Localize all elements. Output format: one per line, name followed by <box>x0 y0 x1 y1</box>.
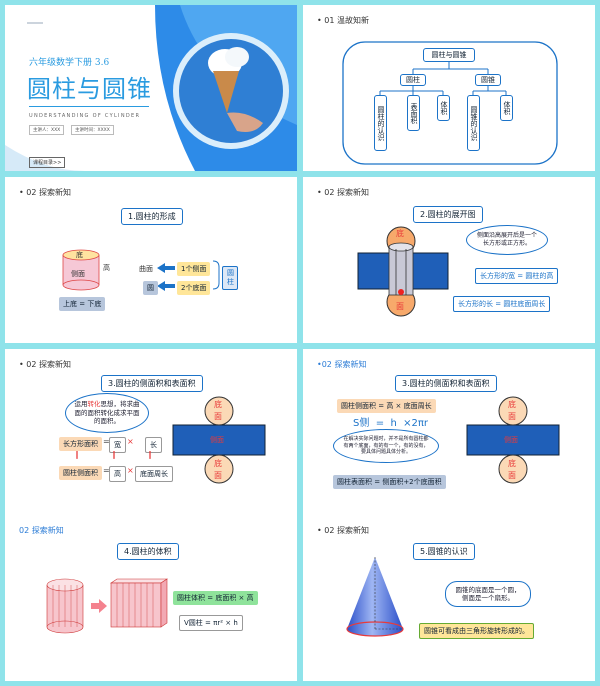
volume-formula: 圆柱体积 = 底面积 × 高 <box>173 591 258 605</box>
net-bottom-label-2: 面 <box>508 471 516 480</box>
one-side-tag: 1个侧面 <box>177 262 211 276</box>
leaf-cylinder-volume: 体积 <box>437 95 450 121</box>
cover-title: 圆柱与圆锥 <box>27 75 152 103</box>
volume-symbolic-formula: V圆柱 = πr² × h <box>179 615 243 631</box>
slide-cylinder-volume[interactable]: 02 探索新知 4.圆柱的体积 圆柱体积 = 底面积 × 高 V圆柱 = πr²… <box>5 515 297 681</box>
slide-title: 5.圆锥的认识 <box>413 543 475 560</box>
width-label: 宽 <box>109 437 126 453</box>
cylinder-drawing <box>62 249 220 291</box>
cone-note: 圆锥可看成由三角形旋转形成的。 <box>419 623 534 639</box>
surface-formula: 圆柱表面积 = 侧面积+2个底面积 <box>333 475 446 489</box>
cylinder-tag: 圆柱 <box>222 266 238 291</box>
net-callout: 侧面沿高展开后是一个长方形或正方形。 <box>466 225 548 255</box>
slide-header: • 02 探索新知 <box>19 360 71 369</box>
slide-cylinder-formation[interactable]: • 02 探索新知 1.圆柱的形成 底 侧面 高 曲面 圆 1个侧面 2个底面 … <box>5 177 297 343</box>
slide-header: • 02 探索新知 <box>317 526 369 535</box>
two-bases-tag: 2个底面 <box>177 281 211 295</box>
parallel-mark-2: ∥ <box>112 450 116 459</box>
rect-area-label: 长方形面积 <box>59 437 102 451</box>
cover-subtitle: 六年级数学下册 3.6 <box>29 58 110 68</box>
conversion-callout: 运用转化思想，将求曲面的面积转化成求平面的面积。 <box>65 393 149 433</box>
curved-surface-label: 曲面 <box>139 265 153 273</box>
net-bottom-label-1: 底 <box>508 459 516 468</box>
leaf-surface-area: 表面积 <box>407 95 420 131</box>
net-side-label: 侧面 <box>210 436 224 444</box>
height-label: 高 <box>109 466 126 482</box>
net-top-label-1: 底 <box>214 400 222 409</box>
parallel-mark-1: ∥ <box>75 450 79 459</box>
net-bottom-label-2: 面 <box>214 471 222 480</box>
side-area-label: 圆柱侧面积 <box>59 466 102 480</box>
slide-header: • 01 温故知新 <box>317 16 369 25</box>
slide-header: 02 探索新知 <box>19 526 64 535</box>
lateral-symbolic-formula: S侧 = h ×2πr <box>353 418 429 429</box>
net-side-label: 侧面 <box>504 436 518 444</box>
length-equals-circumference: 长方形的长 = 圆柱底面周长 <box>453 296 551 312</box>
net-top-label: 底 <box>396 229 404 238</box>
slide-header: • 02 探索新知 <box>19 188 71 197</box>
eq-sign: = <box>103 437 110 446</box>
cover-divider <box>29 106 149 107</box>
slide-title: 1.圆柱的形成 <box>121 208 183 225</box>
slide-cylinder-net[interactable]: • 02 探索新知 2.圆柱的展开图 底 面 侧面沿高展开后是一个长方形或正方形… <box>303 177 595 343</box>
net-top-label-1: 底 <box>508 400 516 409</box>
base-label: 底 <box>76 251 83 259</box>
slide-cover[interactable]: 六年级数学下册 3.6 圆柱与圆锥 UNDERSTANDING OF CYLIN… <box>5 5 297 171</box>
concept-cylinder: 圆柱 <box>400 74 426 86</box>
height-label: 高 <box>103 264 110 272</box>
volume-drawing <box>46 578 168 634</box>
net-bottom-label-1: 底 <box>214 459 222 468</box>
net-bottom-label: 面 <box>396 302 404 311</box>
slide-header: • 02 探索新知 <box>317 188 369 197</box>
net-drawing <box>466 396 560 484</box>
slide-lateral-area[interactable]: • 02 探索新知 3.圆柱的侧面积和表面积 运用转化思想，将求曲面的面积转化成… <box>5 349 297 515</box>
course-catalog-button[interactable]: 课程目录>> <box>29 157 66 168</box>
slide-title: 4.圆柱的体积 <box>117 543 179 560</box>
net-drawing <box>172 396 266 484</box>
slide-cone-intro[interactable]: • 02 探索新知 5.圆锥的认识 圆锥的底面是一个圆，侧面是一个扇形。 圆锥可… <box>303 515 595 681</box>
concept-cone: 圆锥 <box>475 74 501 86</box>
leaf-cone-volume: 体积 <box>500 95 513 121</box>
leaf-cylinder-intro: 圆柱的认识 <box>374 95 387 151</box>
times-sign: × <box>127 437 134 446</box>
concept-map-lines <box>342 41 558 165</box>
length-label: 长 <box>145 437 162 453</box>
leaf-cone-intro: 圆锥的认识 <box>467 95 480 151</box>
practical-callout: 在解决实际问题时，并不是所有圆柱都有两个底面，有的有一个，有的没有，要具体问题具… <box>333 429 439 463</box>
presentation-time-label: 主讲时间：XXXX <box>71 125 114 135</box>
circumference-label: 底面周长 <box>135 466 173 482</box>
lateral-formula: 圆柱侧面积 = 高 × 底面周长 <box>337 399 436 413</box>
equal-bases-tag: 上底 = 下底 <box>59 297 106 311</box>
cone-drawing <box>346 557 404 637</box>
parallel-mark-3: ∥ <box>148 450 152 459</box>
slide-header: •02 探索新知 <box>317 360 367 369</box>
times-sign-2: × <box>127 466 134 475</box>
slide-title: 3.圆柱的侧面积和表面积 <box>101 375 203 392</box>
slide-review[interactable]: • 01 温故知新 圆柱与圆锥 圆柱 圆锥 圆柱的认识 表面积 体积 圆锥的认识… <box>303 5 595 171</box>
width-equals-height: 长方形的宽 = 圆柱的高 <box>475 268 559 284</box>
cover-english: UNDERSTANDING OF CYLINDER <box>29 113 141 119</box>
side-label: 侧面 <box>71 270 85 278</box>
circle-label: 圆 <box>143 281 158 295</box>
slide-title: 3.圆柱的侧面积和表面积 <box>395 375 497 392</box>
slide-title: 2.圆柱的展开图 <box>413 206 483 223</box>
cover-decoration <box>5 5 297 171</box>
net-top-label-2: 面 <box>214 412 222 421</box>
slide-surface-area[interactable]: •02 探索新知 3.圆柱的侧面积和表面积 圆柱侧面积 = 高 × 底面周长 S… <box>303 349 595 515</box>
net-top-label-2: 面 <box>508 412 516 421</box>
presenter-label: 主讲人：XXX <box>29 125 65 135</box>
cone-callout: 圆锥的底面是一个圆，侧面是一个扇形。 <box>445 581 531 607</box>
concept-root: 圆柱与圆锥 <box>423 48 475 62</box>
eq-sign-2: = <box>103 466 110 475</box>
net-drawing <box>357 226 449 317</box>
